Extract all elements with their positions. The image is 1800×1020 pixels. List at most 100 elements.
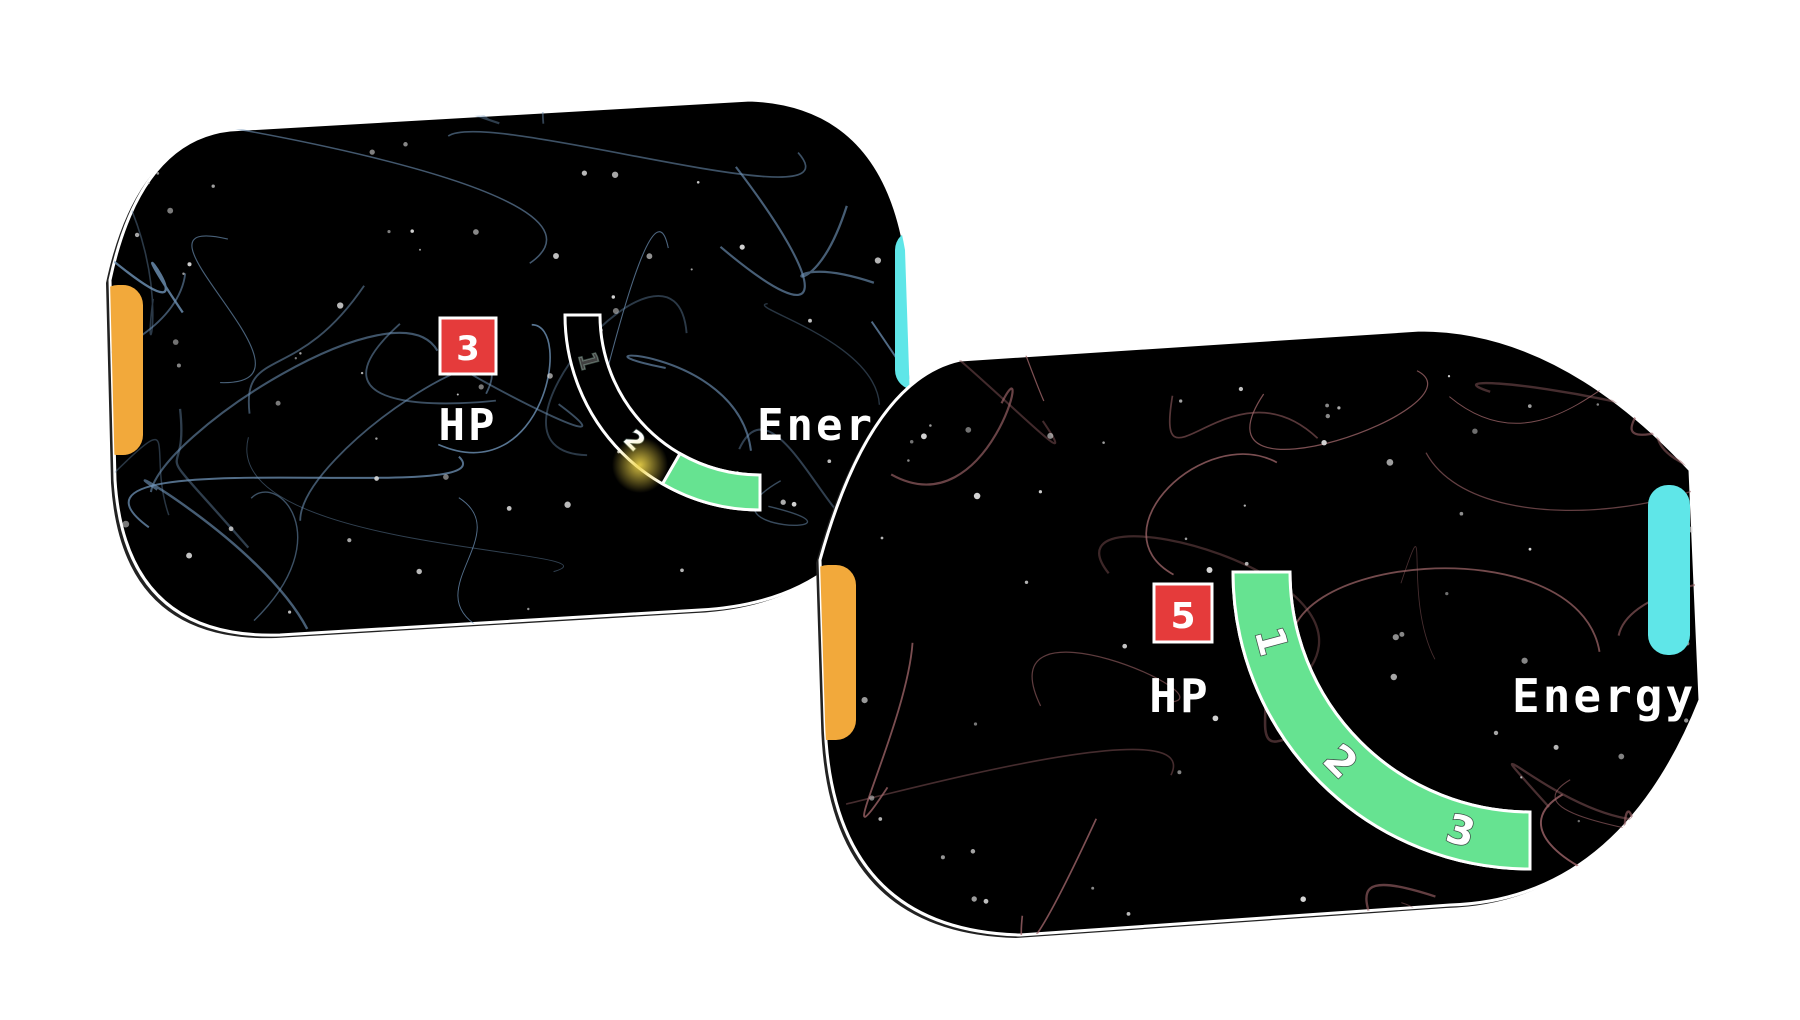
streak-line: [447, 130, 807, 178]
star-dot: [1091, 886, 1095, 890]
card-2-energy-label: Energy: [1512, 669, 1696, 723]
star-dot: [547, 373, 553, 379]
star-dot: [780, 499, 786, 505]
streak-line: [1630, 330, 1700, 436]
energy-track-fill: [660, 451, 762, 512]
star-dot: [294, 357, 297, 360]
star-dot: [971, 896, 977, 902]
star-dot: [791, 501, 797, 507]
star-dot: [182, 272, 185, 276]
star-dot: [1684, 718, 1689, 723]
card-2-stars: [821, 324, 1698, 916]
star-dot: [632, 100, 635, 101]
streak-line: [1727, 389, 1800, 530]
streak-line: [149, 331, 439, 493]
star-dot: [478, 384, 484, 390]
star-dot: [1325, 413, 1330, 419]
player-board-card-2: 5 HP 123 Energy: [816, 299, 1800, 938]
star-dot: [1459, 511, 1464, 516]
streak-line: [27, 68, 108, 136]
star-dot: [1212, 715, 1219, 722]
streak-line: [246, 437, 564, 573]
star-dot: [785, 612, 790, 617]
card-1-hp-label: HP: [439, 400, 498, 451]
streak-line: [1711, 299, 1791, 350]
star-dot: [564, 501, 571, 508]
streak-line: [935, 269, 1009, 307]
star-dot: [1527, 404, 1532, 408]
star-dot: [374, 476, 379, 481]
star-dot: [419, 248, 421, 251]
star-dot: [880, 536, 884, 540]
card-2-hp-value: 5: [1170, 596, 1195, 637]
streak-line: [1617, 571, 1700, 636]
star-dot: [739, 244, 745, 250]
star-dot: [1553, 744, 1559, 750]
star-dot: [122, 520, 130, 528]
star-dot: [1177, 770, 1182, 775]
star-dot: [104, 261, 109, 266]
streak-line: [1020, 818, 1098, 935]
star-dot: [375, 437, 378, 440]
streak-line: [112, 171, 154, 336]
star-dot: [869, 795, 875, 801]
star-dot: [1644, 324, 1648, 328]
star-dot: [1126, 912, 1131, 916]
star-dot: [1243, 504, 1246, 507]
star-dot: [1447, 375, 1451, 378]
streak-line: [845, 748, 1175, 805]
star-dot: [940, 855, 945, 860]
star-dot: [973, 722, 978, 726]
card-1-right-tab: [895, 230, 910, 390]
card-2-right-tab: [1648, 485, 1690, 655]
card-1-body: [108, 98, 912, 637]
card-1-energy-glow: [612, 437, 668, 493]
streak-line: [466, 370, 584, 428]
card-1-left-tab: [110, 285, 143, 455]
star-dot: [921, 433, 927, 440]
star-dot: [360, 371, 364, 375]
streak-line: [143, 479, 309, 630]
energy-track-fill: [1231, 570, 1532, 871]
player-board-card-1: 3 HP 12 Energy: [27, 68, 1009, 639]
star-dot: [696, 180, 700, 184]
streak-line: [110, 439, 170, 516]
streak-line: [127, 455, 464, 529]
streak-line: [863, 642, 914, 818]
star-dot: [403, 142, 408, 147]
star-dot: [527, 607, 530, 611]
star-dot: [176, 363, 181, 368]
star-dot: [1493, 730, 1499, 736]
star-dot: [1674, 702, 1679, 707]
star-dot: [456, 393, 459, 396]
star-dot: [91, 626, 96, 631]
streak-line: [1249, 370, 1428, 450]
star-dot: [1206, 567, 1213, 573]
streak-line: [1031, 651, 1181, 707]
streak-line: [175, 408, 250, 549]
star-dot: [680, 568, 684, 573]
star-dot: [901, 97, 903, 99]
streak-line: [1554, 779, 1700, 918]
streak-line: [719, 166, 806, 296]
star-dot: [861, 697, 868, 704]
star-dot: [1300, 896, 1306, 902]
star-dot: [198, 100, 204, 105]
star-dot: [553, 253, 559, 259]
streak-line: [1098, 535, 1321, 687]
star-dot: [288, 610, 292, 614]
star-dot: [1392, 634, 1399, 641]
streak-line: [1688, 774, 1700, 821]
streak-line: [1475, 381, 1700, 476]
star-dot: [337, 302, 344, 309]
star-dot: [187, 262, 192, 267]
star-dot: [611, 171, 619, 178]
star-dot: [1386, 459, 1394, 466]
star-dot: [416, 568, 422, 575]
star-dot: [1390, 673, 1398, 681]
streak-line: [1365, 883, 1436, 935]
star-dot: [1618, 753, 1625, 760]
star-dot: [1047, 432, 1054, 439]
star-dot: [1402, 325, 1406, 329]
star-dot: [1024, 580, 1029, 585]
